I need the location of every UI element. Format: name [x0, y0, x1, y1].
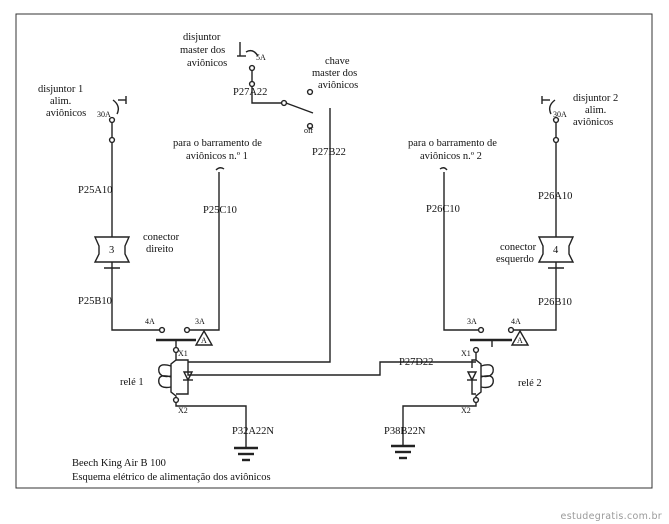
bus-1-label-2: aviônicos n.º 1 [186, 151, 248, 162]
master-switch-off-label: off [304, 126, 314, 135]
left-ground-icon [234, 446, 258, 462]
master-breaker [237, 42, 259, 88]
wire-label-p25a10: P25A10 [78, 185, 112, 196]
wire-label-p25c10: P25C10 [203, 205, 237, 216]
wire-label-p27a22: P27A22 [233, 87, 267, 98]
relay-1-warning-icon [194, 329, 214, 346]
right-connector-label-2: esquerdo [496, 254, 534, 265]
relay-2-warning-text: A [517, 336, 523, 345]
relay-2-warning-icon [510, 329, 530, 346]
wire-label-p26a10: P26A10 [538, 191, 572, 202]
relay-1-contact-out: 3A [195, 317, 205, 326]
master-switch-label-3: aviônicos [318, 80, 358, 91]
left-breaker [108, 96, 127, 144]
wire-label-p26c10: P26C10 [426, 204, 460, 215]
diagram-frame [15, 13, 653, 489]
relay-2-contact-in: 4A [511, 317, 521, 326]
relay-2 [466, 346, 494, 404]
relay-2-contacts [470, 326, 515, 347]
left-breaker-label-3: aviônicos [46, 108, 86, 119]
right-connector-number: 4 [553, 245, 559, 256]
relay-1-x2: X2 [178, 406, 188, 415]
master-breaker-rating: 5A [256, 53, 266, 62]
master-breaker-label-2: master dos [180, 45, 225, 56]
wire-label-p27d22: P27D22 [399, 357, 433, 368]
relay-1-warning-text: A [201, 336, 207, 345]
relay-2-x2: X2 [461, 406, 471, 415]
wire-label-p26b10: P26B10 [538, 297, 572, 308]
right-breaker-label-2: alim. [585, 105, 606, 116]
master-breaker-label-1: disjuntor [183, 32, 221, 43]
wire-label-p38b22n: P38B22N [384, 426, 426, 437]
wire-label-p25b10: P25B10 [78, 296, 112, 307]
master-switch [280, 88, 314, 130]
caption-title: Beech King Air B 100 [72, 458, 166, 469]
wire-label-p32a22n: P32A22N [232, 426, 274, 437]
left-breaker-rating: 30A [97, 110, 111, 119]
relay-2-x1: X1 [461, 349, 471, 358]
right-breaker-label-1: disjuntor 2 [573, 93, 618, 104]
bus-2-label-1: para o barramento de [408, 138, 497, 149]
relay-2-label: relé 2 [518, 378, 542, 389]
right-ground-icon [391, 444, 415, 460]
right-breaker [541, 96, 560, 144]
master-switch-label-2: master dos [312, 68, 357, 79]
right-breaker-label-3: aviônicos [573, 117, 613, 128]
left-connector-label-1: conector [143, 232, 180, 243]
right-breaker-rating: 30A [553, 110, 567, 119]
caption-subtitle: Esquema elétrico de alimentação dos aviô… [72, 472, 271, 483]
left-connector-label-2: direito [146, 244, 173, 255]
relay-1-x1: X1 [178, 349, 188, 358]
left-breaker-label-2: alim. [50, 96, 71, 107]
master-switch-label-1: chave [325, 56, 350, 67]
bus-1-label-1: para o barramento de [173, 138, 262, 149]
relay-1-label: relé 1 [120, 377, 144, 388]
watermark: estudegratis.com.br [561, 511, 662, 522]
wire-label-p27b22: P27B22 [312, 147, 346, 158]
bus-2-label-2: aviônicos n.º 2 [420, 151, 482, 162]
left-breaker-label-1: disjuntor 1 [38, 84, 83, 95]
master-breaker-label-3: aviônicos [187, 58, 227, 69]
left-connector-number: 3 [109, 245, 114, 256]
relay-2-contact-out: 3A [467, 317, 477, 326]
right-connector-label-1: conector [500, 242, 537, 253]
relay-1-contact-in: 4A [145, 317, 155, 326]
